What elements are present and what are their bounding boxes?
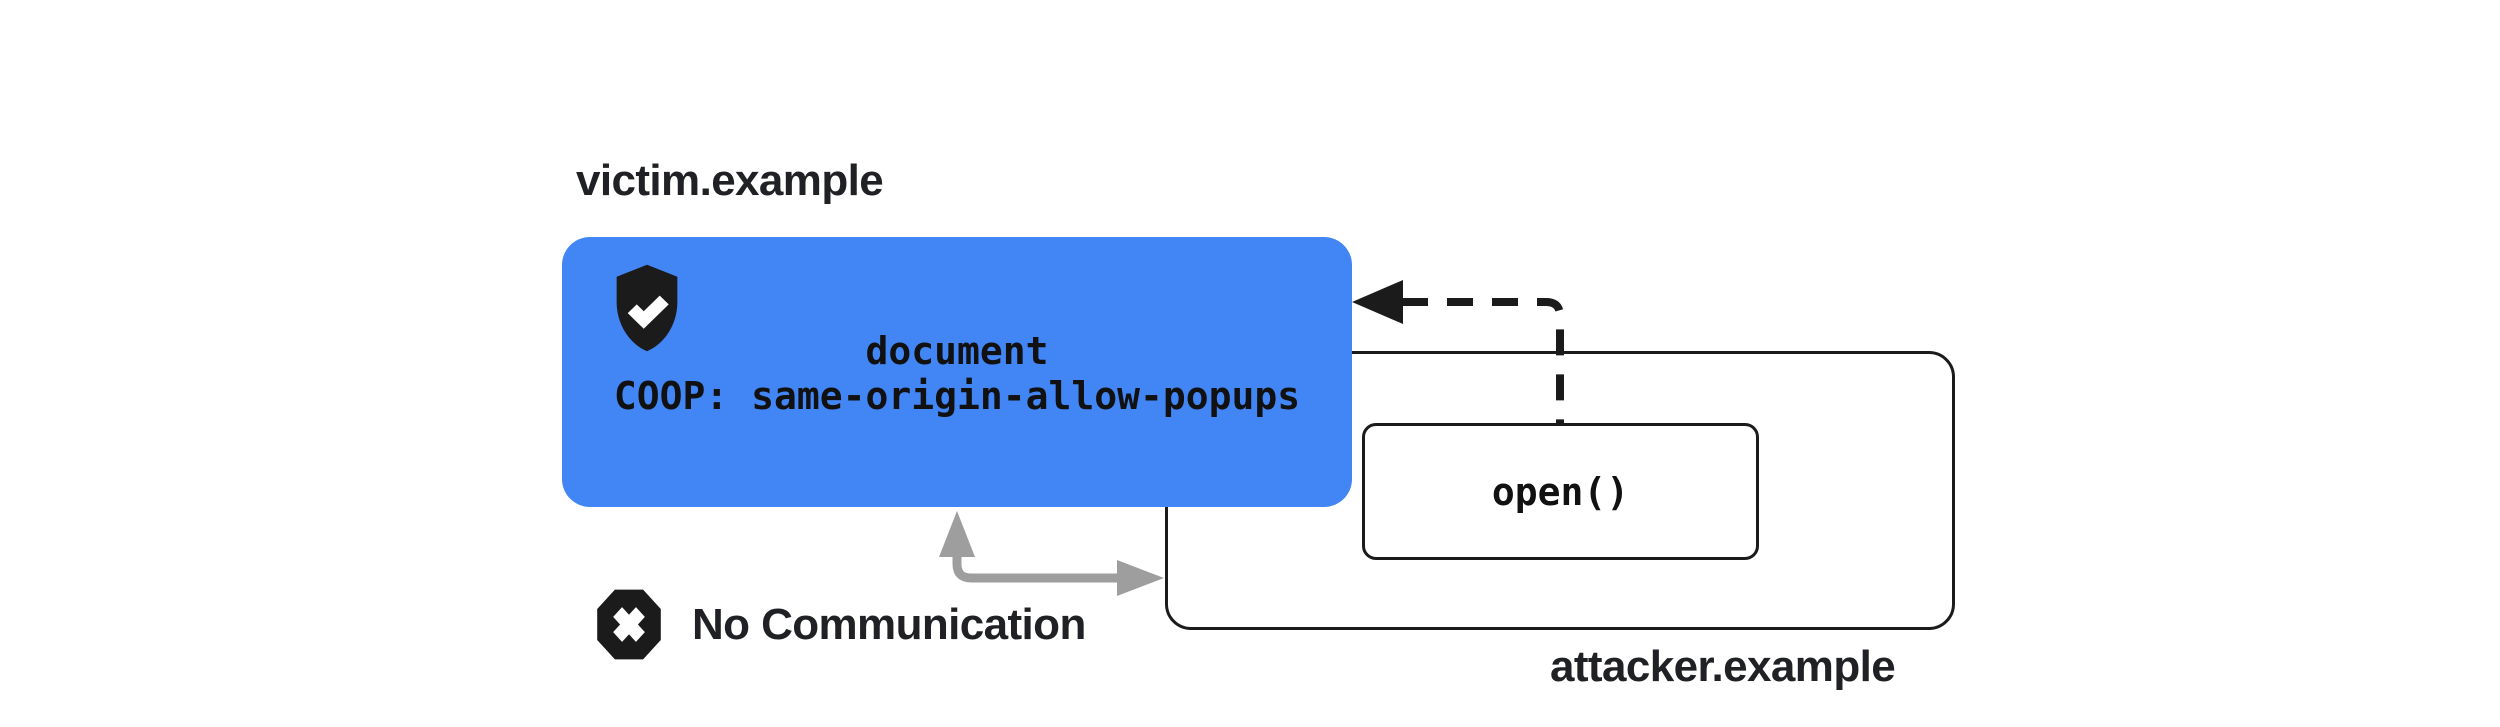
open-call-box: open() [1362, 423, 1759, 560]
victim-document-box [562, 237, 1352, 507]
shield-check-icon [606, 260, 688, 356]
open-call-text: open() [1491, 469, 1630, 514]
attacker-domain-label: attacker.example [1550, 642, 1896, 691]
gray-bidirectional-arrow [939, 511, 1164, 596]
blocked-x-octagon-icon [593, 585, 665, 664]
victim-domain-label: victim.example [576, 156, 884, 205]
document-title: document [865, 329, 1049, 373]
victim-document-text: document COOP: same-origin-allow-popups [562, 329, 1352, 419]
coop-policy-text: COOP: same-origin-allow-popups [613, 374, 1301, 418]
no-communication-label: No Communication [692, 600, 1086, 649]
